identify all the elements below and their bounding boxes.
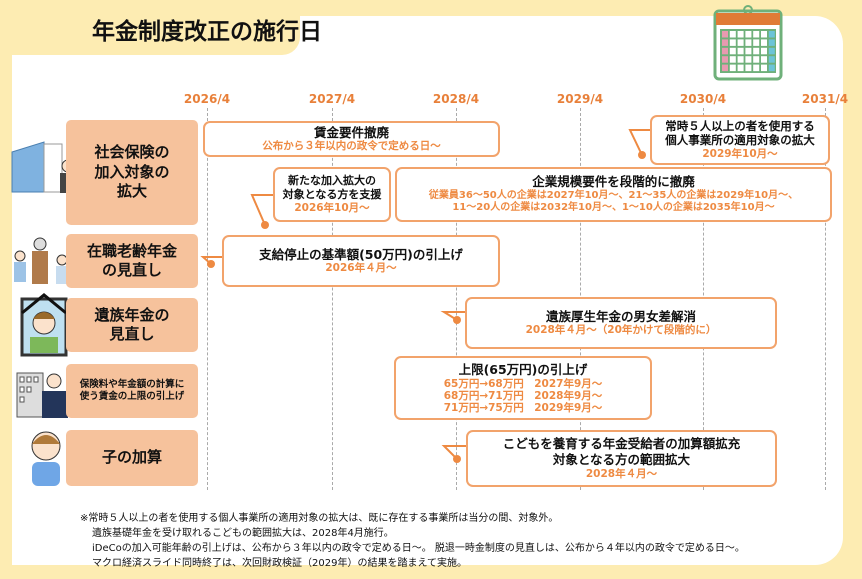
year-label: 2031/4 <box>801 92 849 106</box>
event-child-addition: こどもを養育する年金受給者の加算額拡充 対象となる方の範囲拡大 2028年４月～ <box>466 430 777 487</box>
footnote: iDeCoの加入可能年齢の引上げは、公布から３年以内の政令で定める日～。 脱退一… <box>92 543 745 554</box>
year-label: 2030/4 <box>679 92 727 106</box>
event-heading: 常時５人以上の者を使用する 個人事業所の適用対象の拡大 <box>665 119 815 148</box>
event-company-size: 企業規模要件を段階的に撤廃 従業員36～50人の企業は2027年10月～、21～… <box>395 167 832 222</box>
child-illustration <box>31 431 61 486</box>
year-gridline <box>332 108 333 490</box>
year-gridline <box>825 108 826 490</box>
event-heading: 遺族厚生年金の男女差解消 <box>545 308 696 324</box>
footnote: 遺族基礎年金を受け取れるこどもの範囲拡大は、2028年4月施行。 <box>92 528 394 539</box>
page-title: 年金制度改正の施行日 <box>92 19 322 45</box>
event-survivor-gender: 遺族厚生年金の男女差解消 2028年４月～（20年かけて段階的に） <box>465 297 777 349</box>
event-wage-requirement: 賃金要件撤廃 公布から３年以内の政令で定める日～ <box>203 121 500 157</box>
year-gridline <box>207 108 208 490</box>
event-heading: 上限(65万円)の引上げ <box>458 362 588 378</box>
year-label: 2029/4 <box>556 92 604 106</box>
event-heading: こどもを養育する年金受給者の加算額拡充 対象となる方の範囲拡大 <box>502 436 741 467</box>
year-label: 2027/4 <box>308 92 356 106</box>
event-wage-cap-raise: 上限(65万円)の引上げ 65万円→68万円 2027年9月～ 68万円→71万… <box>394 356 652 420</box>
year-label: 2026/4 <box>183 92 231 106</box>
year-gridline <box>456 108 457 490</box>
event-date: 2028年４月～ <box>585 467 658 480</box>
event-date: 2028年４月～（20年かけて段階的に） <box>525 324 717 337</box>
title-tab <box>0 0 300 55</box>
event-sole-proprietor: 常時５人以上の者を使用する 個人事業所の適用対象の拡大 2029年10月～ <box>650 115 830 165</box>
event-date: 従業員36～50人の企業は2027年10月～、21～35人の企業は2029年10… <box>428 189 799 214</box>
event-date: 65万円→68万円 2027年9月～ 68万円→71万円 2028年9月～ 71… <box>443 377 603 414</box>
footnotes: ※常時５人以上の者を使用する個人事業所の適用対象の拡大は、既に存在する事業所は当… <box>80 511 745 571</box>
footnote: マクロ経済スライド同時終了は、次回財政検証（2029年）の結果を踏まえて実施。 <box>92 558 467 569</box>
building-businessman-illustration <box>16 372 68 418</box>
event-heading: 企業規模要件を段階的に撤廃 <box>532 174 695 190</box>
event-heading: 賃金要件撤廃 <box>313 124 389 140</box>
event-date: 2026年10月～ <box>294 201 370 214</box>
calendar-icon <box>713 5 783 81</box>
footnote: ※常時５人以上の者を使用する個人事業所の適用対象の拡大は、既に存在する事業所は当… <box>80 513 559 524</box>
category-working-pension: 在職老齢年金 の見直し <box>66 234 198 288</box>
event-heading: 新たな加入拡大の 対象となる方を支援 <box>282 174 382 201</box>
category-social-insurance: 社会保険の 加入対象の 拡大 <box>66 120 198 225</box>
category-wage-cap: 保険料や年金額の計算に 使う賃金の上限の引上げ <box>66 364 198 418</box>
event-date: 公布から３年以内の政令で定める日～ <box>262 140 441 153</box>
category-child-addition: 子の加算 <box>66 430 198 486</box>
event-suspension-threshold: 支給停止の基準額(50万円)の引上げ 2026年４月～ <box>222 235 500 287</box>
event-support-new-members: 新たな加入拡大の 対象となる方を支援 2026年10月～ <box>273 167 391 222</box>
event-date: 2029年10月～ <box>702 147 778 160</box>
memorial-portrait-illustration <box>20 293 68 357</box>
event-heading: 支給停止の基準額(50万円)の引上げ <box>259 246 463 262</box>
event-date: 2026年４月～ <box>325 262 397 275</box>
senior-workers-illustration <box>14 237 68 284</box>
category-survivor-pension: 遺族年金の 見直し <box>66 298 198 352</box>
year-label: 2028/4 <box>432 92 480 106</box>
